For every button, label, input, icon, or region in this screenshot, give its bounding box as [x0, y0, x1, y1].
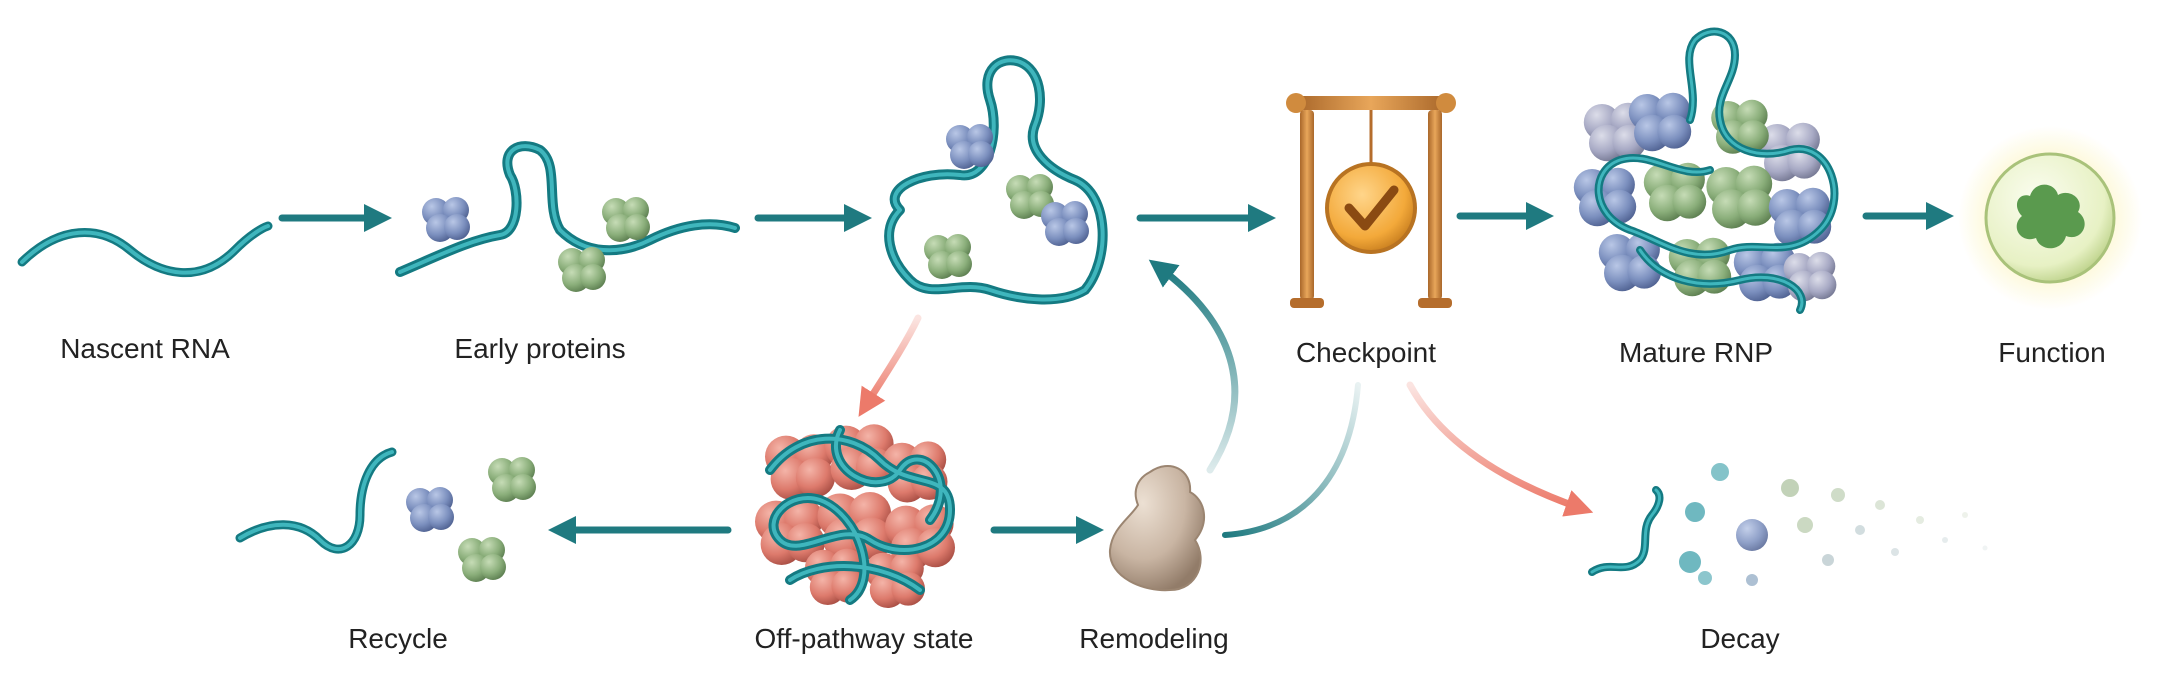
assembly-intermediate: [884, 55, 1108, 305]
label-recycle: Recycle: [348, 623, 448, 654]
early-proteins-complex: [395, 141, 740, 292]
checkpoint-gate: [1286, 93, 1456, 308]
decay-fragments: [1588, 463, 1988, 586]
label-checkpoint: Checkpoint: [1296, 337, 1436, 368]
label-off-pathway-state: Off-pathway state: [755, 623, 974, 654]
function-cell-icon: [1958, 126, 2142, 310]
label-decay: Decay: [1700, 623, 1779, 654]
label-mature-rnp: Mature RNP: [1619, 337, 1773, 368]
recycle-components: [235, 447, 536, 582]
nascent-rna-strand: [17, 221, 273, 277]
label-function: Function: [1998, 337, 2105, 368]
remodeling-enzyme: [1108, 465, 1205, 592]
arrow-intermediate-to-offpathway: [858, 314, 922, 417]
arrow-remodeling-to-intermediate: [1148, 259, 1239, 474]
label-remodeling: Remodeling: [1079, 623, 1228, 654]
label-early-proteins: Early proteins: [454, 333, 625, 364]
arrow-checkpoint-to-decay: [1406, 381, 1594, 517]
checkmark-badge-icon: [1325, 162, 1417, 254]
label-nascent-rna: Nascent RNA: [60, 333, 230, 364]
off-pathway-aggregate: [755, 424, 956, 608]
connector-checkpoint-to-remodeling: [1222, 382, 1361, 538]
mature-rnp-complex: [1573, 27, 1839, 314]
